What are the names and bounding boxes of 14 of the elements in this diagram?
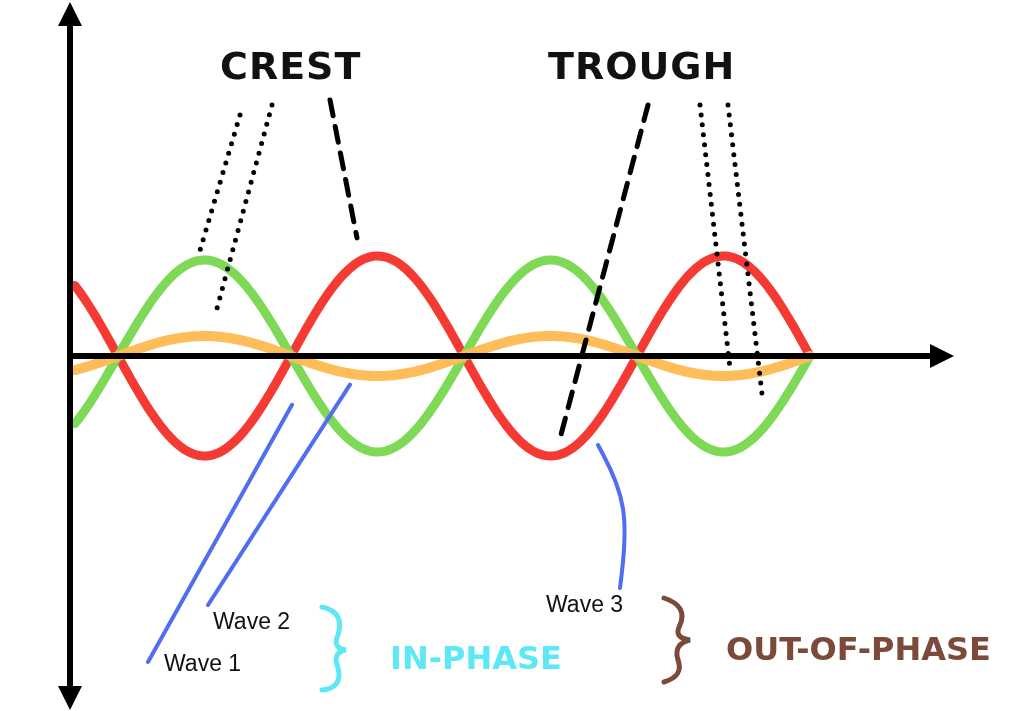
leader-line <box>146 402 294 664</box>
wave-label: Wave 3 <box>546 593 624 616</box>
leader-line <box>327 97 360 241</box>
leader-line <box>596 443 627 590</box>
out-of-phase-label: OUT-OF-PHASE <box>726 633 991 665</box>
crest-label: CREST <box>220 47 362 85</box>
wave-label: Wave 1 <box>164 652 242 675</box>
wave-curve <box>70 331 815 381</box>
wave-label: Wave 2 <box>213 610 291 633</box>
in-phase-label: IN-PHASE <box>390 642 562 674</box>
leader-line <box>206 382 352 607</box>
leader-line <box>197 112 243 253</box>
leader-line <box>725 102 765 396</box>
trough-label: TROUGH <box>548 47 736 85</box>
